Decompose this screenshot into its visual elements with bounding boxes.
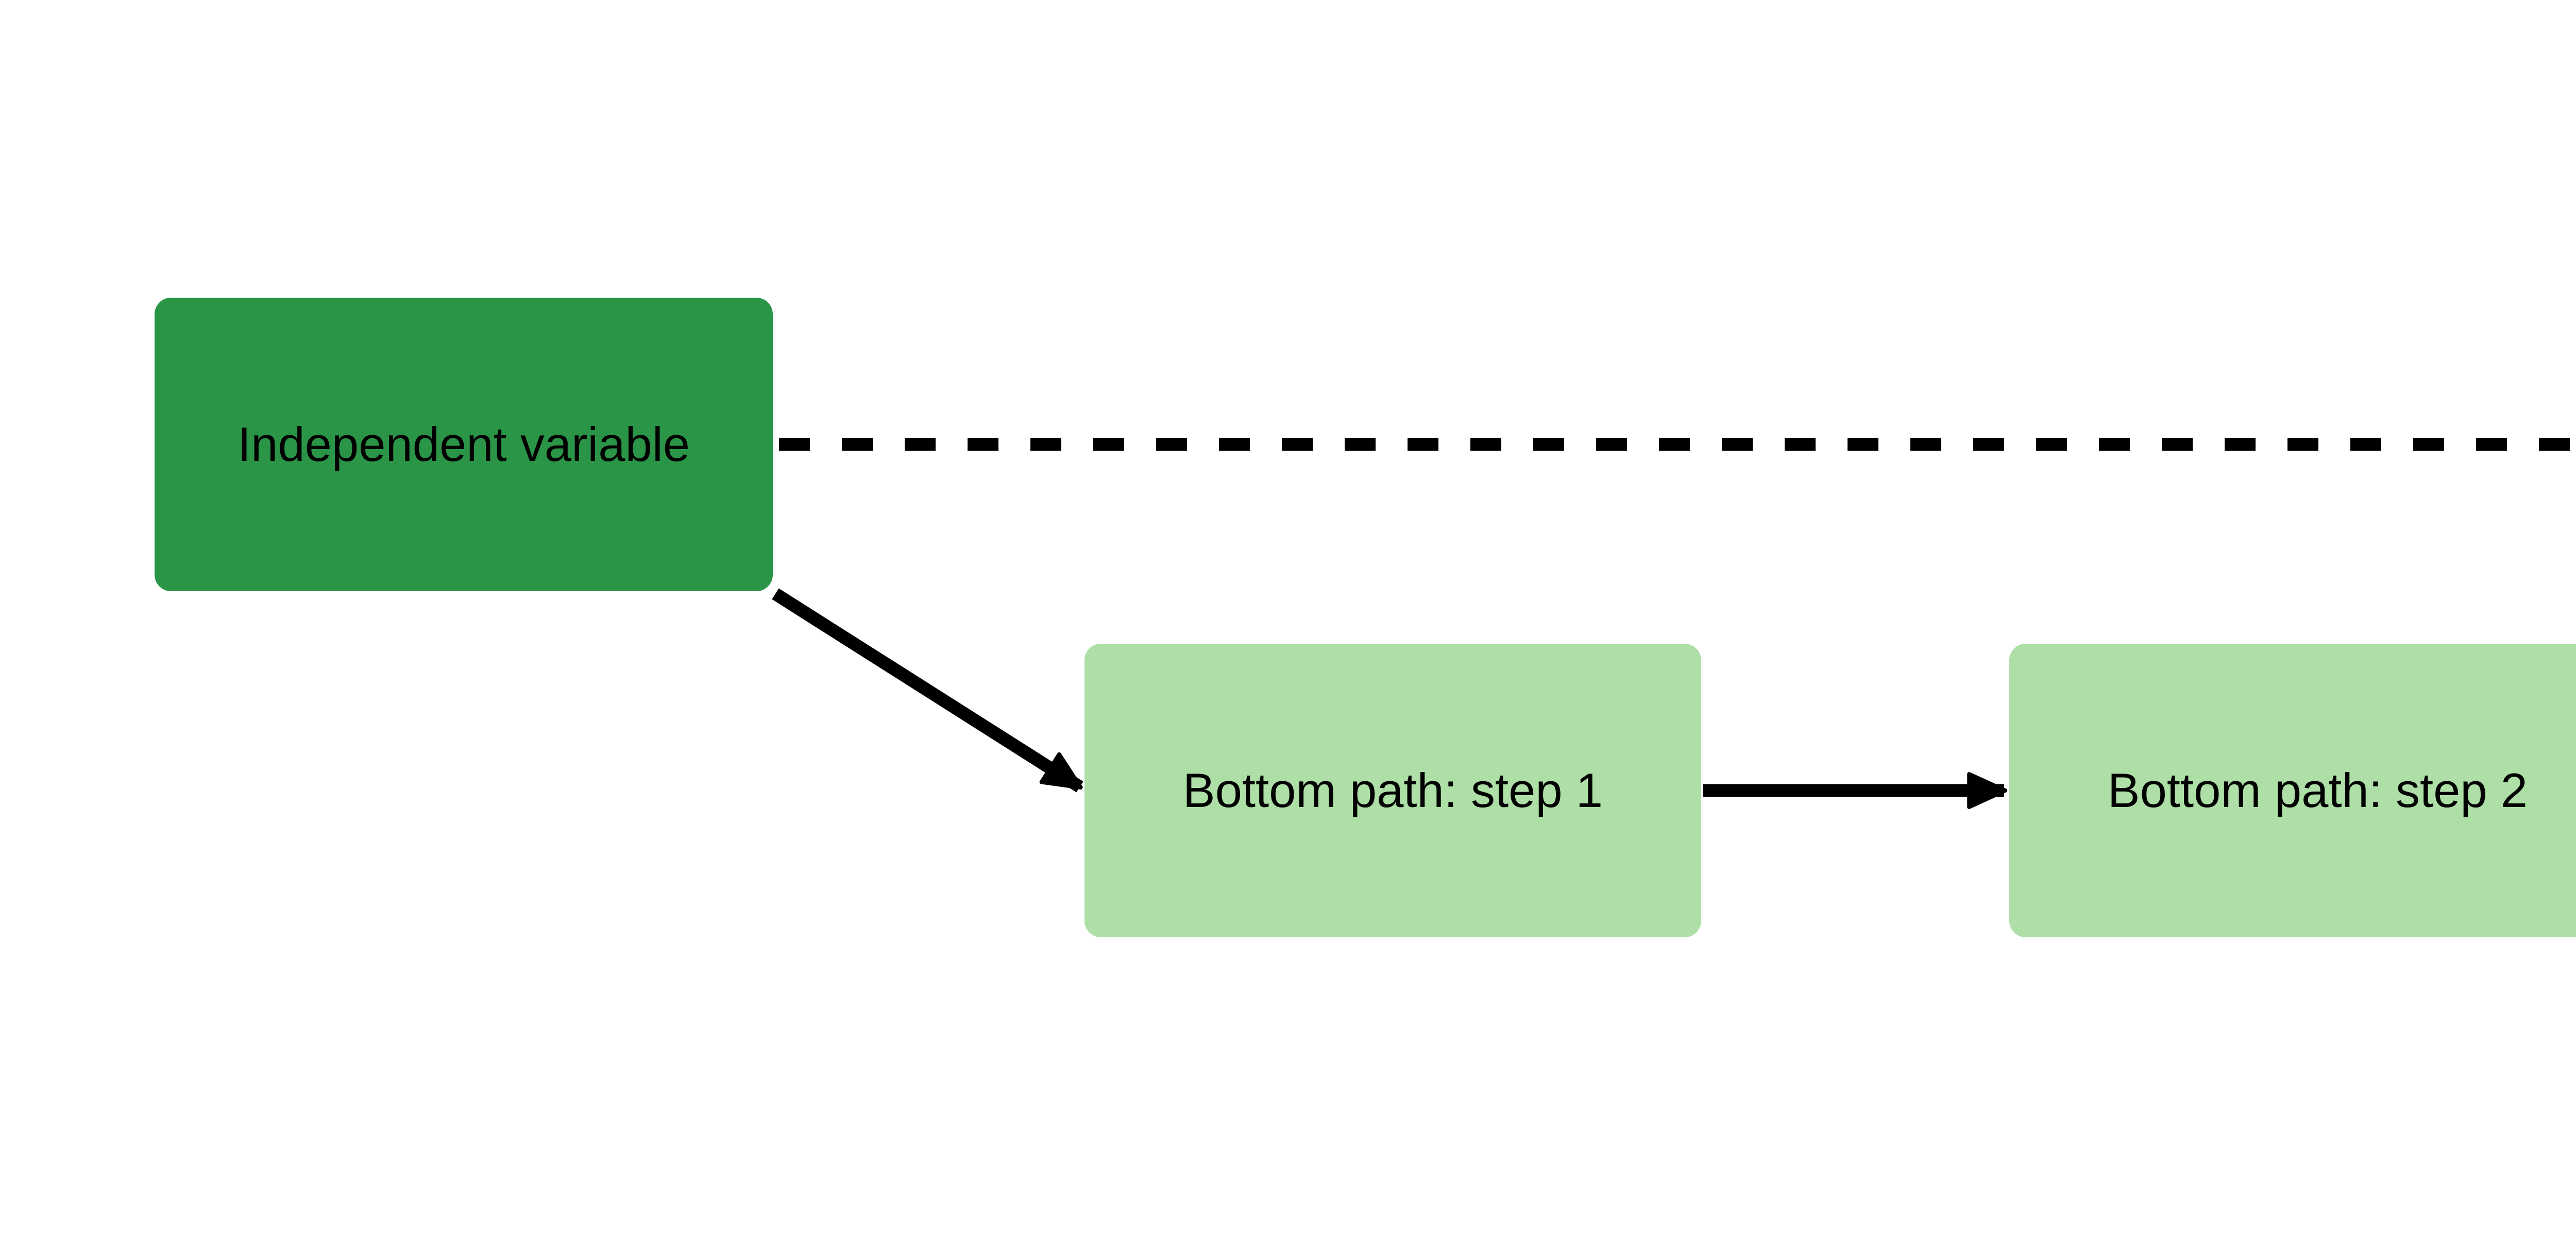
node-independent-variable-label: Independent variable [237,417,690,471]
edge-independent-to-step1-arrow [772,588,1083,793]
node-independent-variable: Independent variable [155,298,773,591]
node-bottom-path-step-2: Bottom path: step 2 [2009,644,2576,937]
node-bottom-path-step-2-label: Bottom path: step 2 [2107,763,2528,817]
node-bottom-path-step-1-label: Bottom path: step 1 [1182,763,1603,817]
node-bottom-path-step-1: Bottom path: step 1 [1084,644,1701,937]
